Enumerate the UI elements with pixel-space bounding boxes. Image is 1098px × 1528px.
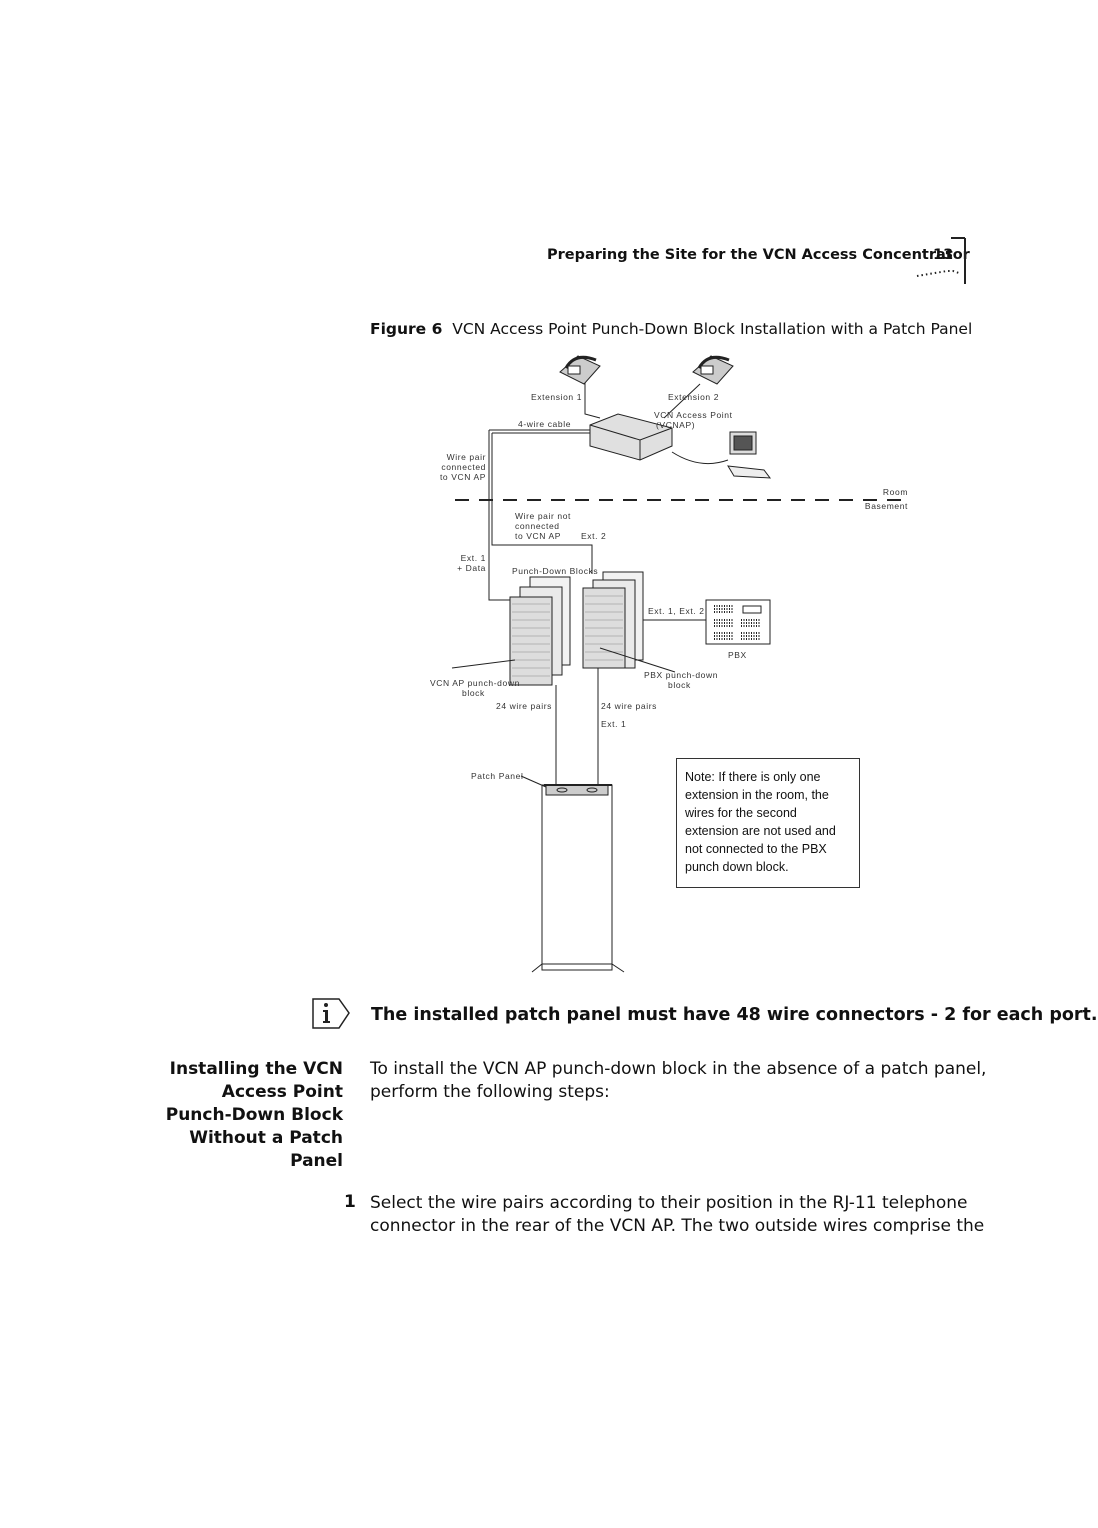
figure-note-box: Note: If there is only one extension in … (676, 758, 860, 888)
label-pbx: PBX (728, 650, 747, 660)
label-wire-pair-2: connected (441, 462, 486, 472)
label-patch-panel: Patch Panel (471, 771, 523, 781)
label-wire-pair-3: to VCN AP (440, 472, 486, 482)
intro-paragraph: To install the VCN AP punch-down block i… (370, 1059, 987, 1102)
vcnap-device-icon (589, 413, 673, 461)
label-ext1-ext2: Ext. 1, Ext. 2 (648, 606, 705, 616)
label-vcnap-2: (VCNAP) (656, 420, 695, 430)
section-heading-line: Installing the VCN (169, 1059, 343, 1079)
label-pairs-left: 24 wire pairs (496, 701, 552, 711)
label-wire-cable: 4-wire cable (518, 419, 571, 429)
page-number: 13 (933, 247, 954, 263)
equipment-rack-icon (531, 784, 625, 973)
info-note-text: The installed patch panel must have 48 w… (371, 1005, 1098, 1025)
section-heading-line: Without a Patch (189, 1128, 343, 1148)
punch-down-diagram: Extension 1 Extension 2 4-wire cable VCN… (430, 355, 908, 973)
label-not-connected-3: to VCN AP (515, 531, 561, 541)
label-ext1-data-1: Ext. 1 (461, 553, 486, 563)
label-ext2: Ext. 2 (581, 531, 606, 541)
label-pbx-block-2: block (668, 680, 691, 690)
telephone-ext1-icon (559, 355, 601, 385)
pbx-icon (705, 599, 771, 645)
section-heading-line: Punch-Down Block (165, 1105, 343, 1125)
label-ext1: Ext. 1 (601, 719, 626, 729)
label-extension2: Extension 2 (668, 392, 719, 402)
label-punch-blocks: Punch-Down Blocks (512, 566, 598, 576)
step-text: Select the wire pairs according to their… (370, 1193, 985, 1236)
label-pairs-right: 24 wire pairs (601, 701, 657, 711)
figure-title: VCN Access Point Punch-Down Block Instal… (452, 320, 973, 338)
label-vcn-block-1: VCN AP punch-down (430, 678, 520, 688)
label-not-connected-1: Wire pair not (515, 511, 571, 521)
running-header: Preparing the Site for the VCN Access Co… (547, 247, 970, 263)
vcn-punch-down-block-icon (509, 576, 571, 686)
label-extension1: Extension 1 (531, 392, 582, 402)
info-icon (312, 998, 350, 1029)
label-wire-pair-1: Wire pair (447, 452, 486, 462)
step-number: 1 (344, 1192, 356, 1212)
section-heading-line: Panel (290, 1151, 343, 1171)
label-ext1-data-2: + Data (457, 563, 486, 573)
label-room: Room (883, 487, 908, 497)
section-heading: Installing the VCN Access Point Punch-Do… (166, 1058, 343, 1173)
header-corner-decoration (916, 237, 966, 284)
label-not-connected-2: connected (515, 521, 560, 531)
telephone-ext2-icon (692, 355, 734, 385)
label-pbx-block-1: PBX punch-down (644, 670, 718, 680)
label-basement: Basement (865, 501, 908, 511)
section-heading-line: Access Point (221, 1082, 343, 1102)
figure-label: Figure 6 (370, 320, 443, 338)
figure-caption: Figure 6 VCN Access Point Punch-Down Blo… (370, 320, 972, 338)
computer-icon (671, 431, 772, 479)
label-vcn-block-2: block (462, 688, 485, 698)
label-vcnap-1: VCN Access Point (654, 410, 733, 420)
